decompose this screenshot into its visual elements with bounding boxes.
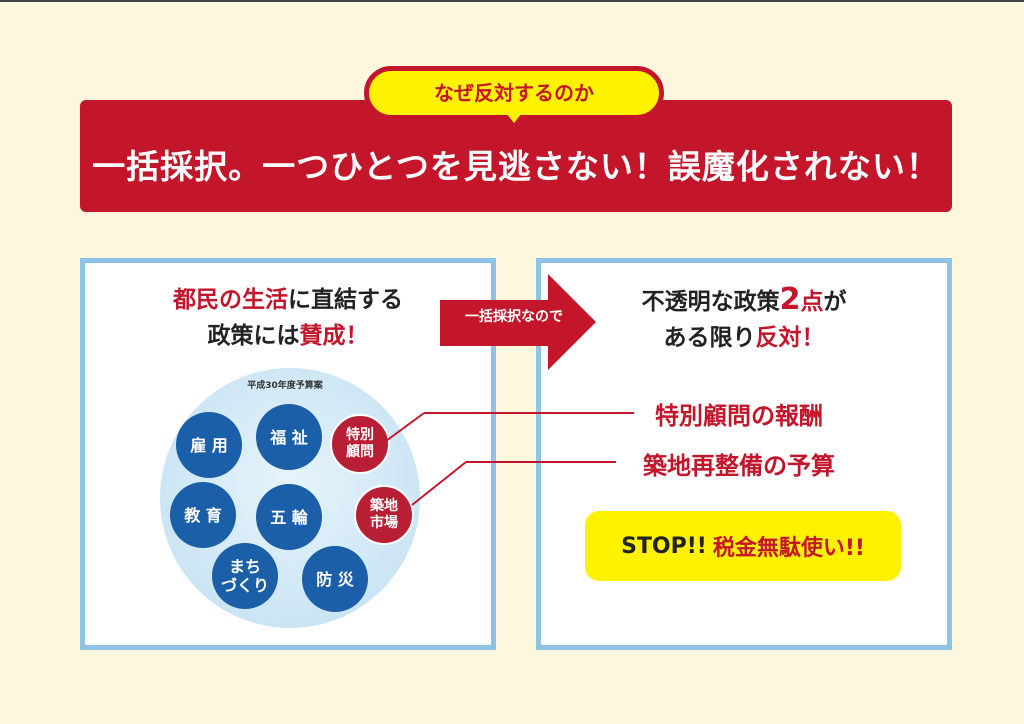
circle-tsukiji: 築地市場 [354,485,414,545]
right-heading-unit: 点 [800,289,824,315]
right-heading-2a: ある限り [663,325,756,351]
circle-machi: まちづくり [212,543,278,609]
left-heading: 都民の生活に直結する 政策には賛成！ [84,282,492,354]
opposed-item-1: 特別顧問の報酬 [655,402,823,430]
circle-gorin: 五 輪 [256,484,322,550]
circle-gorin-label: 五 輪 [270,507,308,527]
circle-fukushi-label: 福 祉 [270,427,308,447]
stop-banner: STOP!! 税金無駄使い!! [585,511,901,581]
badge-tail-inner [506,113,522,123]
circle-koyou-label: 雇 用 [190,435,228,455]
stop-message: 税金無駄使い!! [712,536,865,561]
circle-tsukiji-line-2: 市場 [370,515,398,531]
right-heading: 不透明な政策2点が ある限り反対！ [540,282,948,356]
right-panel [536,258,952,650]
title-ribbon: 一括採択。一つひとつを見逃さない！誤魔化されない！ [80,100,952,212]
right-heading-line-1: 不透明な政策2点が [540,282,948,320]
ribbon-title: 一括採択。一つひとつを見逃さない！誤魔化されない！ [92,147,940,186]
circle-kyouiku: 教 育 [170,482,236,548]
circle-tokubetsu-label: 特別顧問 [346,427,374,461]
left-heading-line-2: 政策には賛成！ [84,318,492,354]
circle-tokubetsu: 特別顧問 [330,414,390,474]
left-heading-line-1: 都民の生活に直結する [84,282,492,318]
circle-bousai-label: 防 災 [316,569,354,589]
left-heading-1b: に直結する [288,287,403,313]
scan-edge-line [0,0,1024,2]
budget-title: 平成30年度予算案 [247,381,323,391]
circle-tokubetsu-line-1: 特別 [346,427,374,443]
stop-label: STOP!! [621,533,707,559]
circle-fukushi: 福 祉 [256,404,322,470]
right-heading-1b: が [823,289,847,315]
connector-tokubetsu [385,412,425,442]
connector-tsukiji [411,461,467,506]
circle-kyouiku-label: 教 育 [184,505,222,525]
arrow-label: 一括採択なので [465,309,563,325]
right-heading-2b: 反対！ [755,325,825,351]
circle-machi-line-1: まち [228,557,261,576]
left-heading-2b: 賛成！ [299,323,369,349]
circle-tokubetsu-line-2: 顧問 [346,444,374,460]
opposed-item-2: 築地再整備の予算 [643,452,835,480]
circle-bousai: 防 災 [302,546,368,612]
right-heading-line-2: ある限り反対！ [540,320,948,356]
right-heading-num: 2 [779,282,801,317]
circle-machi-label: まちづくり [221,557,269,595]
circle-tsukiji-line-1: 築地 [370,498,398,514]
circle-tsukiji-label: 築地市場 [370,498,398,532]
right-heading-1a: 不透明な政策 [641,289,780,315]
transfer-arrow [440,274,596,370]
left-heading-1a: 都民の生活 [173,287,288,313]
left-heading-2a: 政策には [207,323,300,349]
circle-machi-line-2: づくり [220,576,269,595]
circle-koyou: 雇 用 [176,412,242,478]
